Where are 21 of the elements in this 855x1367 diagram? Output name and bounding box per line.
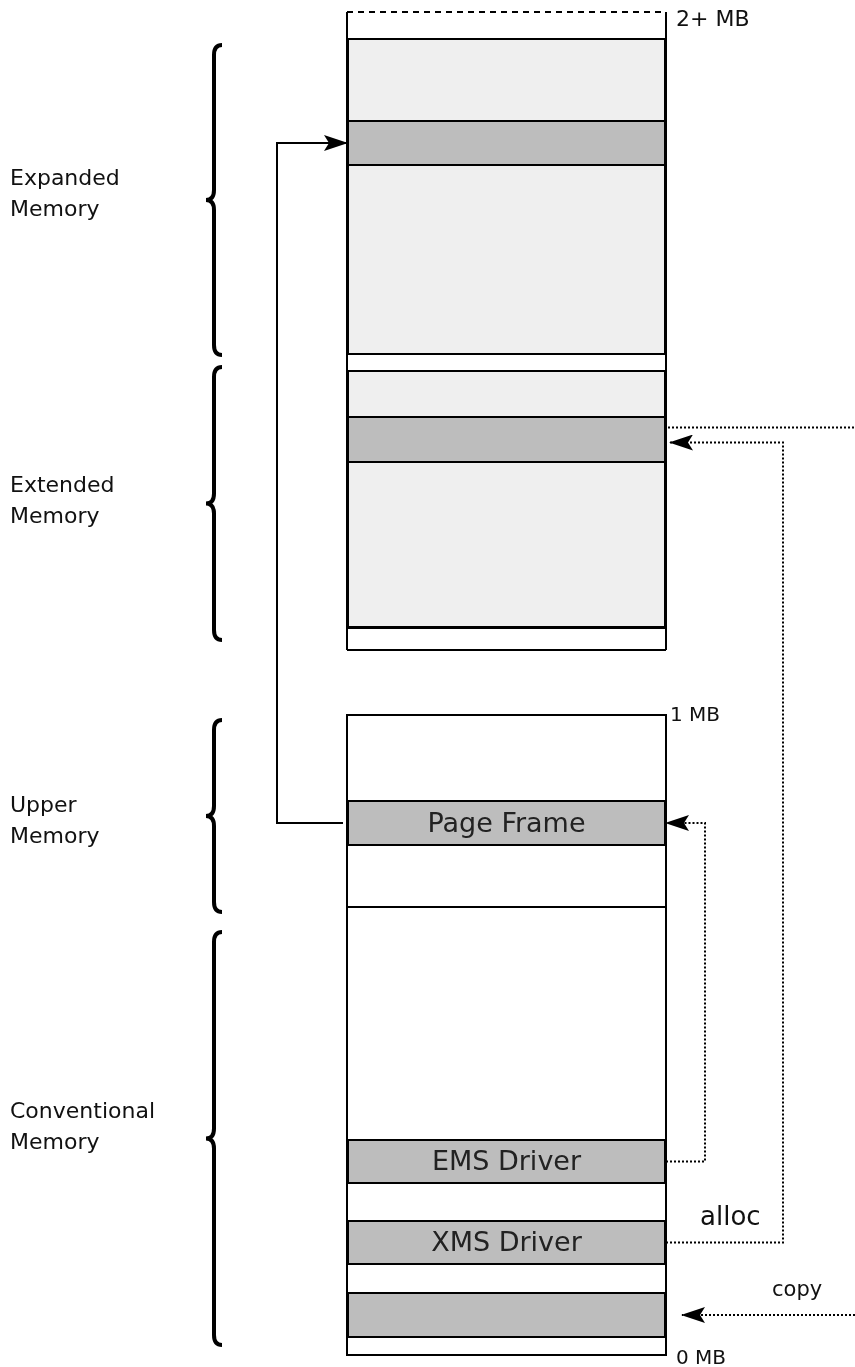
memory-region bbox=[347, 38, 666, 355]
memory-block bbox=[347, 1139, 666, 1184]
memory-region bbox=[347, 370, 666, 628]
arrow bbox=[681, 1307, 855, 1323]
arrow bbox=[665, 815, 706, 1163]
memory-block bbox=[347, 1220, 666, 1265]
memory-area-label: Expanded Memory bbox=[10, 164, 121, 223]
memory-block bbox=[347, 120, 666, 166]
memory-area-label: Conventional Memory bbox=[10, 1097, 156, 1156]
address-label: 2+ MB bbox=[676, 5, 751, 33]
block-label: EMS Driver bbox=[431, 1144, 582, 1179]
memory-area-label: Extended Memory bbox=[10, 471, 116, 530]
arrow bbox=[276, 135, 348, 824]
memory-block bbox=[347, 1292, 666, 1338]
block-label: Page Frame bbox=[427, 805, 586, 840]
memory-block bbox=[347, 800, 666, 846]
memory-area-label: Upper Memory bbox=[10, 791, 101, 850]
address-label: 0 MB bbox=[676, 1344, 728, 1367]
address-label: 1 MB bbox=[670, 701, 722, 728]
memory-block bbox=[347, 416, 666, 463]
block-label: XMS Driver bbox=[431, 1225, 582, 1260]
